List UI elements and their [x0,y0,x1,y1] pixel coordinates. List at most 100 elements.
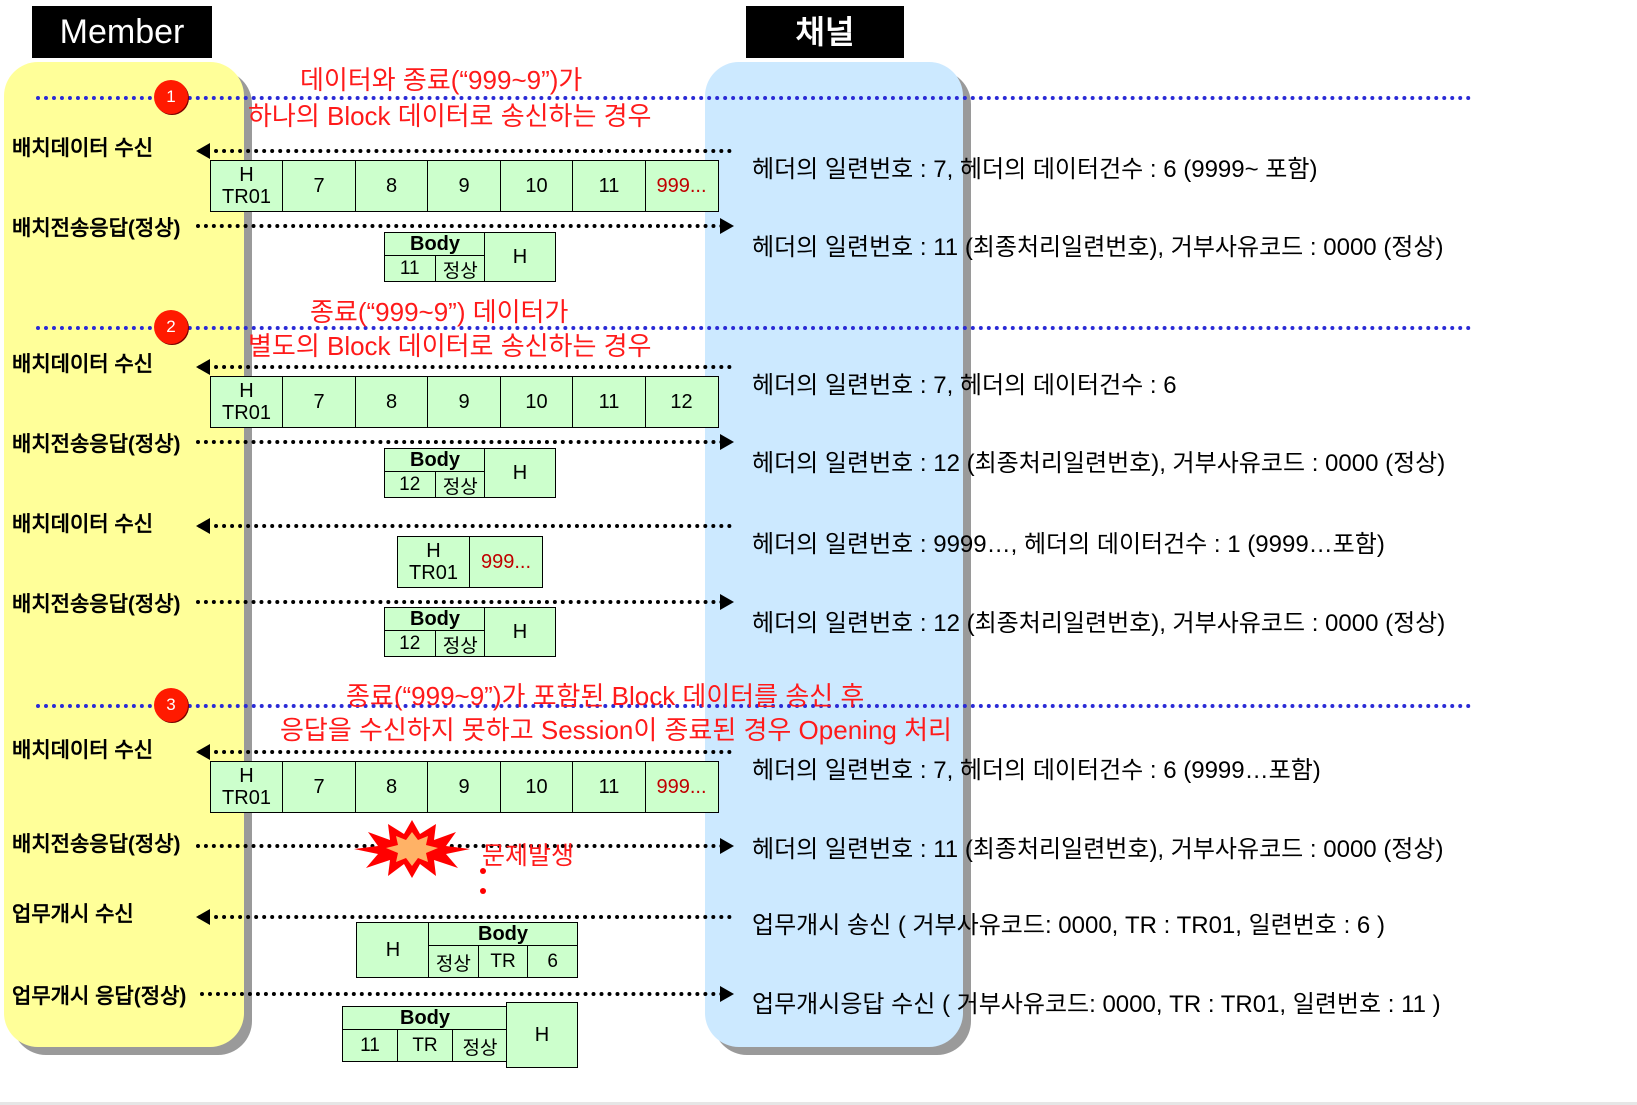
response-body-3: Body 12 정상 [384,607,486,657]
ellipsis-dot-1 [480,868,486,874]
section-2-title-line2: 별도의 Block 데이터로 송신하는 경우 [248,331,652,361]
block-cell-end: 999... [644,761,719,813]
desc-4: 헤더의 일련번호 : 12 (최종처리일련번호), 거부사유코드 : 0000 … [752,450,1446,477]
block-cell: 9 [427,761,501,813]
open-send-tr: TR [477,946,528,978]
section-2-title-line1: 종료(“999~9”) 데이터가 [310,297,569,327]
arrow-batch-recv-2 [196,359,732,375]
label-open-recv: 업무개시 수신 [12,903,134,926]
desc-3: 헤더의 일련번호 : 7, 헤더의 데이터건수 : 6 [752,372,1177,399]
response-h-3: H [484,607,556,657]
block-cell: 7 [282,160,356,212]
body-header: Body [385,608,485,631]
label-batch-resp-3: 배치전송응답(정상) [12,593,181,616]
marker-2: 2 [154,310,188,344]
block-cell: 8 [354,761,429,813]
body-header: Body [385,233,485,256]
marker-1: 1 [154,80,188,114]
response-h-1: H [484,232,556,282]
section-1-title-line2: 하나의 Block 데이터로 송신하는 경우 [248,101,652,131]
arrow-batch-resp-3 [196,594,734,610]
cell-tr01: TR01 [222,402,271,424]
section-3-title-line2: 응답을 수신하지 못하고 Session이 종료된 경우 Opening 처리 [280,715,952,745]
desc-1: 헤더의 일련번호 : 7, 헤더의 데이터건수 : 6 (9999~ 포함) [752,156,1318,183]
block-cell-end: 999... [469,536,543,588]
block-cell: 11 [572,160,646,212]
open-resp-tr: TR [397,1030,452,1062]
body-header: Body [429,923,577,946]
arrow-open-resp [200,986,734,1002]
marker-3: 3 [154,688,188,722]
section-3-title-line1: 종료(“999~9”)가 포함된 Block 데이터를 송신 후 [346,681,865,711]
section-1-title-line1: 데이터와 종료(“999~9”)가 [300,65,583,95]
channel-lane [705,62,963,1047]
cell-h: H [239,164,254,186]
response-body-1: Body 11 정상 [384,232,486,282]
open-resp-h: H [506,1002,578,1068]
cell-tr01: TR01 [409,562,458,584]
section-3-separator [36,704,1472,708]
label-batch-recv-4: 배치데이터 수신 [12,739,154,762]
cell-h: H [426,540,441,562]
cell-h: H [239,380,254,402]
body-header: Body [343,1007,507,1030]
arrow-batch-recv-3 [196,518,732,534]
open-resp-status: 정상 [452,1030,507,1062]
channel-header: 채널 [746,6,904,58]
cell-tr01: TR01 [222,787,271,809]
arrow-batch-recv-1 [196,143,732,159]
resp-seq: 11 [399,258,420,279]
arrow-open-recv [196,909,732,925]
block-cell: 7 [282,376,356,428]
member-header: Member [32,6,212,58]
label-batch-recv-2: 배치데이터 수신 [12,353,154,376]
open-send-seq: 6 [527,946,577,978]
ellipsis-dot-2 [480,888,486,894]
cell-tr01: TR01 [222,186,271,208]
label-batch-recv-1: 배치데이터 수신 [12,137,154,160]
response-h-2: H [484,448,556,498]
block-cell: 10 [499,160,574,212]
desc-10: 업무개시응답 수신 ( 거부사유코드: 0000, TR : TR01, 일련번… [752,991,1441,1018]
desc-7: 헤더의 일련번호 : 7, 헤더의 데이터건수 : 6 (9999…포함) [752,757,1321,784]
block-cell: 10 [499,761,574,813]
arrow-batch-resp-4 [196,838,734,854]
block-cell: 8 [354,376,429,428]
arrow-batch-resp-1 [196,218,734,234]
arrow-batch-recv-4 [196,744,732,760]
section-1-separator [36,96,1472,100]
block-cell: 7 [282,761,356,813]
problem-label: 문제발생 [482,842,575,870]
resp-status: 정상 [434,472,486,498]
resp-status: 정상 [434,631,486,657]
desc-2: 헤더의 일련번호 : 11 (최종처리일련번호), 거부사유코드 : 0000 … [752,234,1444,261]
desc-8: 헤더의 일련번호 : 11 (최종처리일련번호), 거부사유코드 : 0000 … [752,836,1444,863]
arrow-batch-resp-2 [196,434,734,450]
label-open-resp: 업무개시 응답(정상) [12,985,187,1008]
desc-6: 헤더의 일련번호 : 12 (최종처리일련번호), 거부사유코드 : 0000 … [752,610,1446,637]
cell-h: H [239,765,254,787]
resp-seq: 12 [399,633,421,654]
label-batch-recv-3: 배치데이터 수신 [12,513,154,536]
desc-9: 업무개시 송신 ( 거부사유코드: 0000, TR : TR01, 일련번호 … [752,912,1385,939]
block-cell: 9 [427,376,501,428]
open-send-h: H [356,922,430,978]
resp-status: 정상 [434,256,486,282]
block-cell: 12 [644,376,719,428]
open-send-status: 정상 [435,953,471,975]
bottom-border [0,1102,1637,1105]
resp-seq: 12 [399,474,421,495]
label-batch-resp-4: 배치전송응답(정상) [12,833,181,856]
open-resp-seq: 11 [360,1035,380,1056]
